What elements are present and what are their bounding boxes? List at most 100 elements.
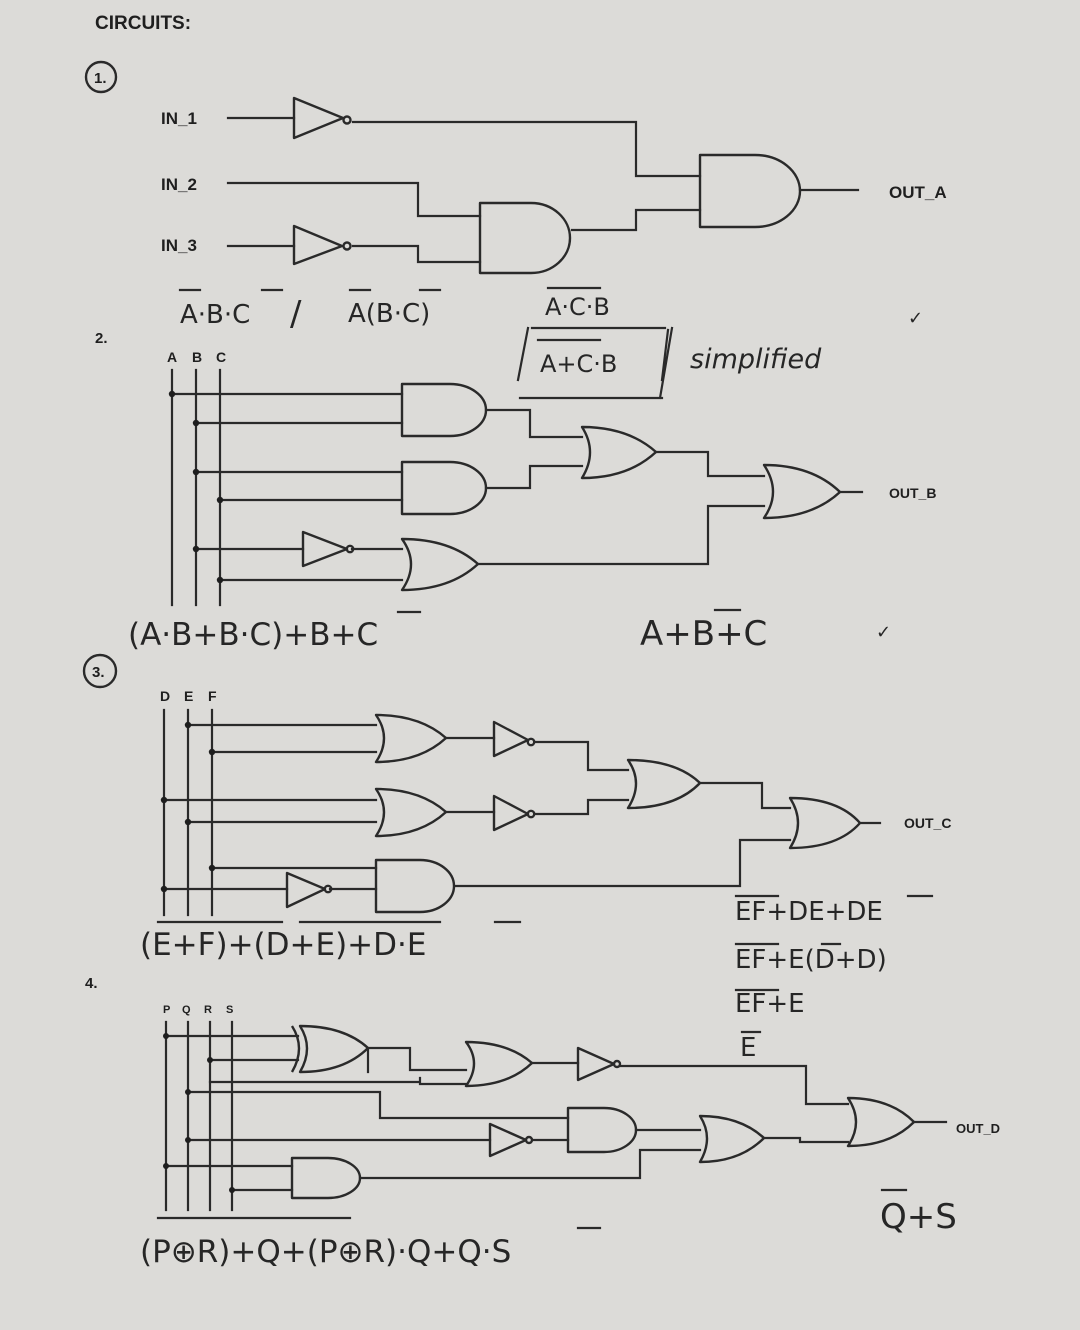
bus-line xyxy=(170,368,222,607)
handwritten-expression: EF+E xyxy=(735,989,805,1019)
handwritten-expression: E xyxy=(740,1033,756,1063)
junction-dot xyxy=(208,864,216,872)
not-gate-bubble xyxy=(345,544,355,554)
or-gate xyxy=(400,537,480,592)
bus-label: R xyxy=(204,1004,212,1016)
and-gate xyxy=(400,460,488,516)
not-gate xyxy=(492,794,530,832)
junction-dot xyxy=(216,576,224,584)
wire xyxy=(164,1034,570,1192)
bus-label: E xyxy=(184,688,193,704)
junction-dot xyxy=(168,390,176,398)
wire xyxy=(358,1148,702,1180)
bus-line xyxy=(164,1020,234,1212)
wire xyxy=(484,408,584,490)
junction-dot xyxy=(163,1163,169,1169)
output-label: OUT_D xyxy=(956,1121,1000,1136)
wire xyxy=(226,244,482,264)
or-gate xyxy=(626,758,702,810)
handwritten-expression: EF+DE+DE xyxy=(735,897,883,927)
circuit-4: 4. P Q R S OUT_D (P⊕R)+Q+(P⊕R)·Q+Q·S xyxy=(85,975,1000,1270)
junction-dot xyxy=(163,1033,169,1039)
circuit-1: 1. IN_1 IN_2 IN_3 OUT_A A·B·C / A(B·C) A… xyxy=(84,60,947,400)
wire xyxy=(618,1064,850,1106)
wire xyxy=(162,723,378,891)
wire xyxy=(226,181,482,218)
handwritten-check: ✓ xyxy=(876,622,891,643)
bus-label: D xyxy=(160,688,170,704)
handwritten-expression: (A·B+B·C)+B+C xyxy=(128,617,378,653)
not-gate-bubble xyxy=(342,241,352,251)
or-gate xyxy=(698,1114,766,1164)
overbar xyxy=(156,1216,602,1230)
junction-dot xyxy=(184,721,192,729)
not-gate-bubble xyxy=(612,1059,622,1069)
handwritten-expression: (E+F)+(D+E)+D·E xyxy=(140,927,426,963)
wire xyxy=(444,736,496,814)
xor-gate xyxy=(298,1024,370,1074)
not-gate xyxy=(285,871,327,909)
junction-dot xyxy=(229,1187,235,1193)
not-gate-bubble xyxy=(323,884,333,894)
input-label: IN_1 xyxy=(161,109,197,128)
input-label: IN_2 xyxy=(161,175,197,194)
wire xyxy=(170,392,404,582)
not-gate-bubble xyxy=(342,115,352,125)
xor-gate xyxy=(290,1025,301,1073)
bus-label: A xyxy=(167,349,177,365)
bus-label: Q xyxy=(182,1004,191,1016)
or-gate xyxy=(464,1040,534,1088)
handwritten-expression: (P⊕R)+Q+(P⊕R)·Q+Q·S xyxy=(140,1234,511,1270)
circuit-2: 2. A B C OUT_B (A·B+B·C)+B+C A+B+C ✓ xyxy=(95,330,936,654)
junction-dot xyxy=(216,496,224,504)
and-gate xyxy=(400,382,488,438)
output-label: OUT_A xyxy=(889,183,947,202)
wire xyxy=(762,1136,850,1144)
worksheet-title: CIRCUITS: xyxy=(95,13,191,34)
wire xyxy=(208,1076,468,1086)
not-gate-bubble xyxy=(526,737,536,747)
handwritten-expression: A(B·C) xyxy=(348,299,430,329)
junction-dot xyxy=(185,1137,191,1143)
and-gate xyxy=(478,201,572,275)
handwritten-check: ✓ xyxy=(908,308,923,329)
or-gate xyxy=(374,713,448,764)
or-gate xyxy=(762,463,842,520)
and-gate xyxy=(566,1106,638,1154)
not-gate xyxy=(292,224,344,266)
bus-label: F xyxy=(208,688,217,704)
and-gate xyxy=(698,153,802,229)
bus-line xyxy=(162,708,214,917)
bus-label: S xyxy=(226,1004,233,1016)
handwritten-expression: EF+E(D+D) xyxy=(735,945,887,975)
junction-dot xyxy=(184,818,192,826)
wire xyxy=(454,781,792,888)
bus-label: B xyxy=(192,349,202,365)
output-label: OUT_B xyxy=(889,485,936,501)
wire xyxy=(570,208,702,232)
handwritten-expression: A·B·C xyxy=(180,300,250,330)
not-gate xyxy=(292,96,345,140)
wire xyxy=(226,116,702,178)
or-gate xyxy=(580,425,658,480)
handwritten-expression: A·C·B xyxy=(545,293,610,321)
or-gate xyxy=(788,796,862,850)
junction-dot xyxy=(192,419,200,427)
bus-label: C xyxy=(216,349,226,365)
wire xyxy=(476,450,766,566)
circled-number-marker xyxy=(82,653,118,689)
wire xyxy=(366,1046,468,1074)
output-label: OUT_C xyxy=(904,815,951,831)
bus-label: P xyxy=(163,1004,170,1016)
not-gate xyxy=(301,530,349,568)
handwritten-separator: / xyxy=(290,294,302,334)
circuit-number: 1. xyxy=(94,70,107,87)
junction-dot xyxy=(160,885,168,893)
circuit-number: 4. xyxy=(85,975,98,992)
junction-dot xyxy=(192,545,200,553)
and-gate xyxy=(290,1156,362,1200)
not-gate xyxy=(492,720,530,758)
not-gate xyxy=(576,1046,616,1082)
